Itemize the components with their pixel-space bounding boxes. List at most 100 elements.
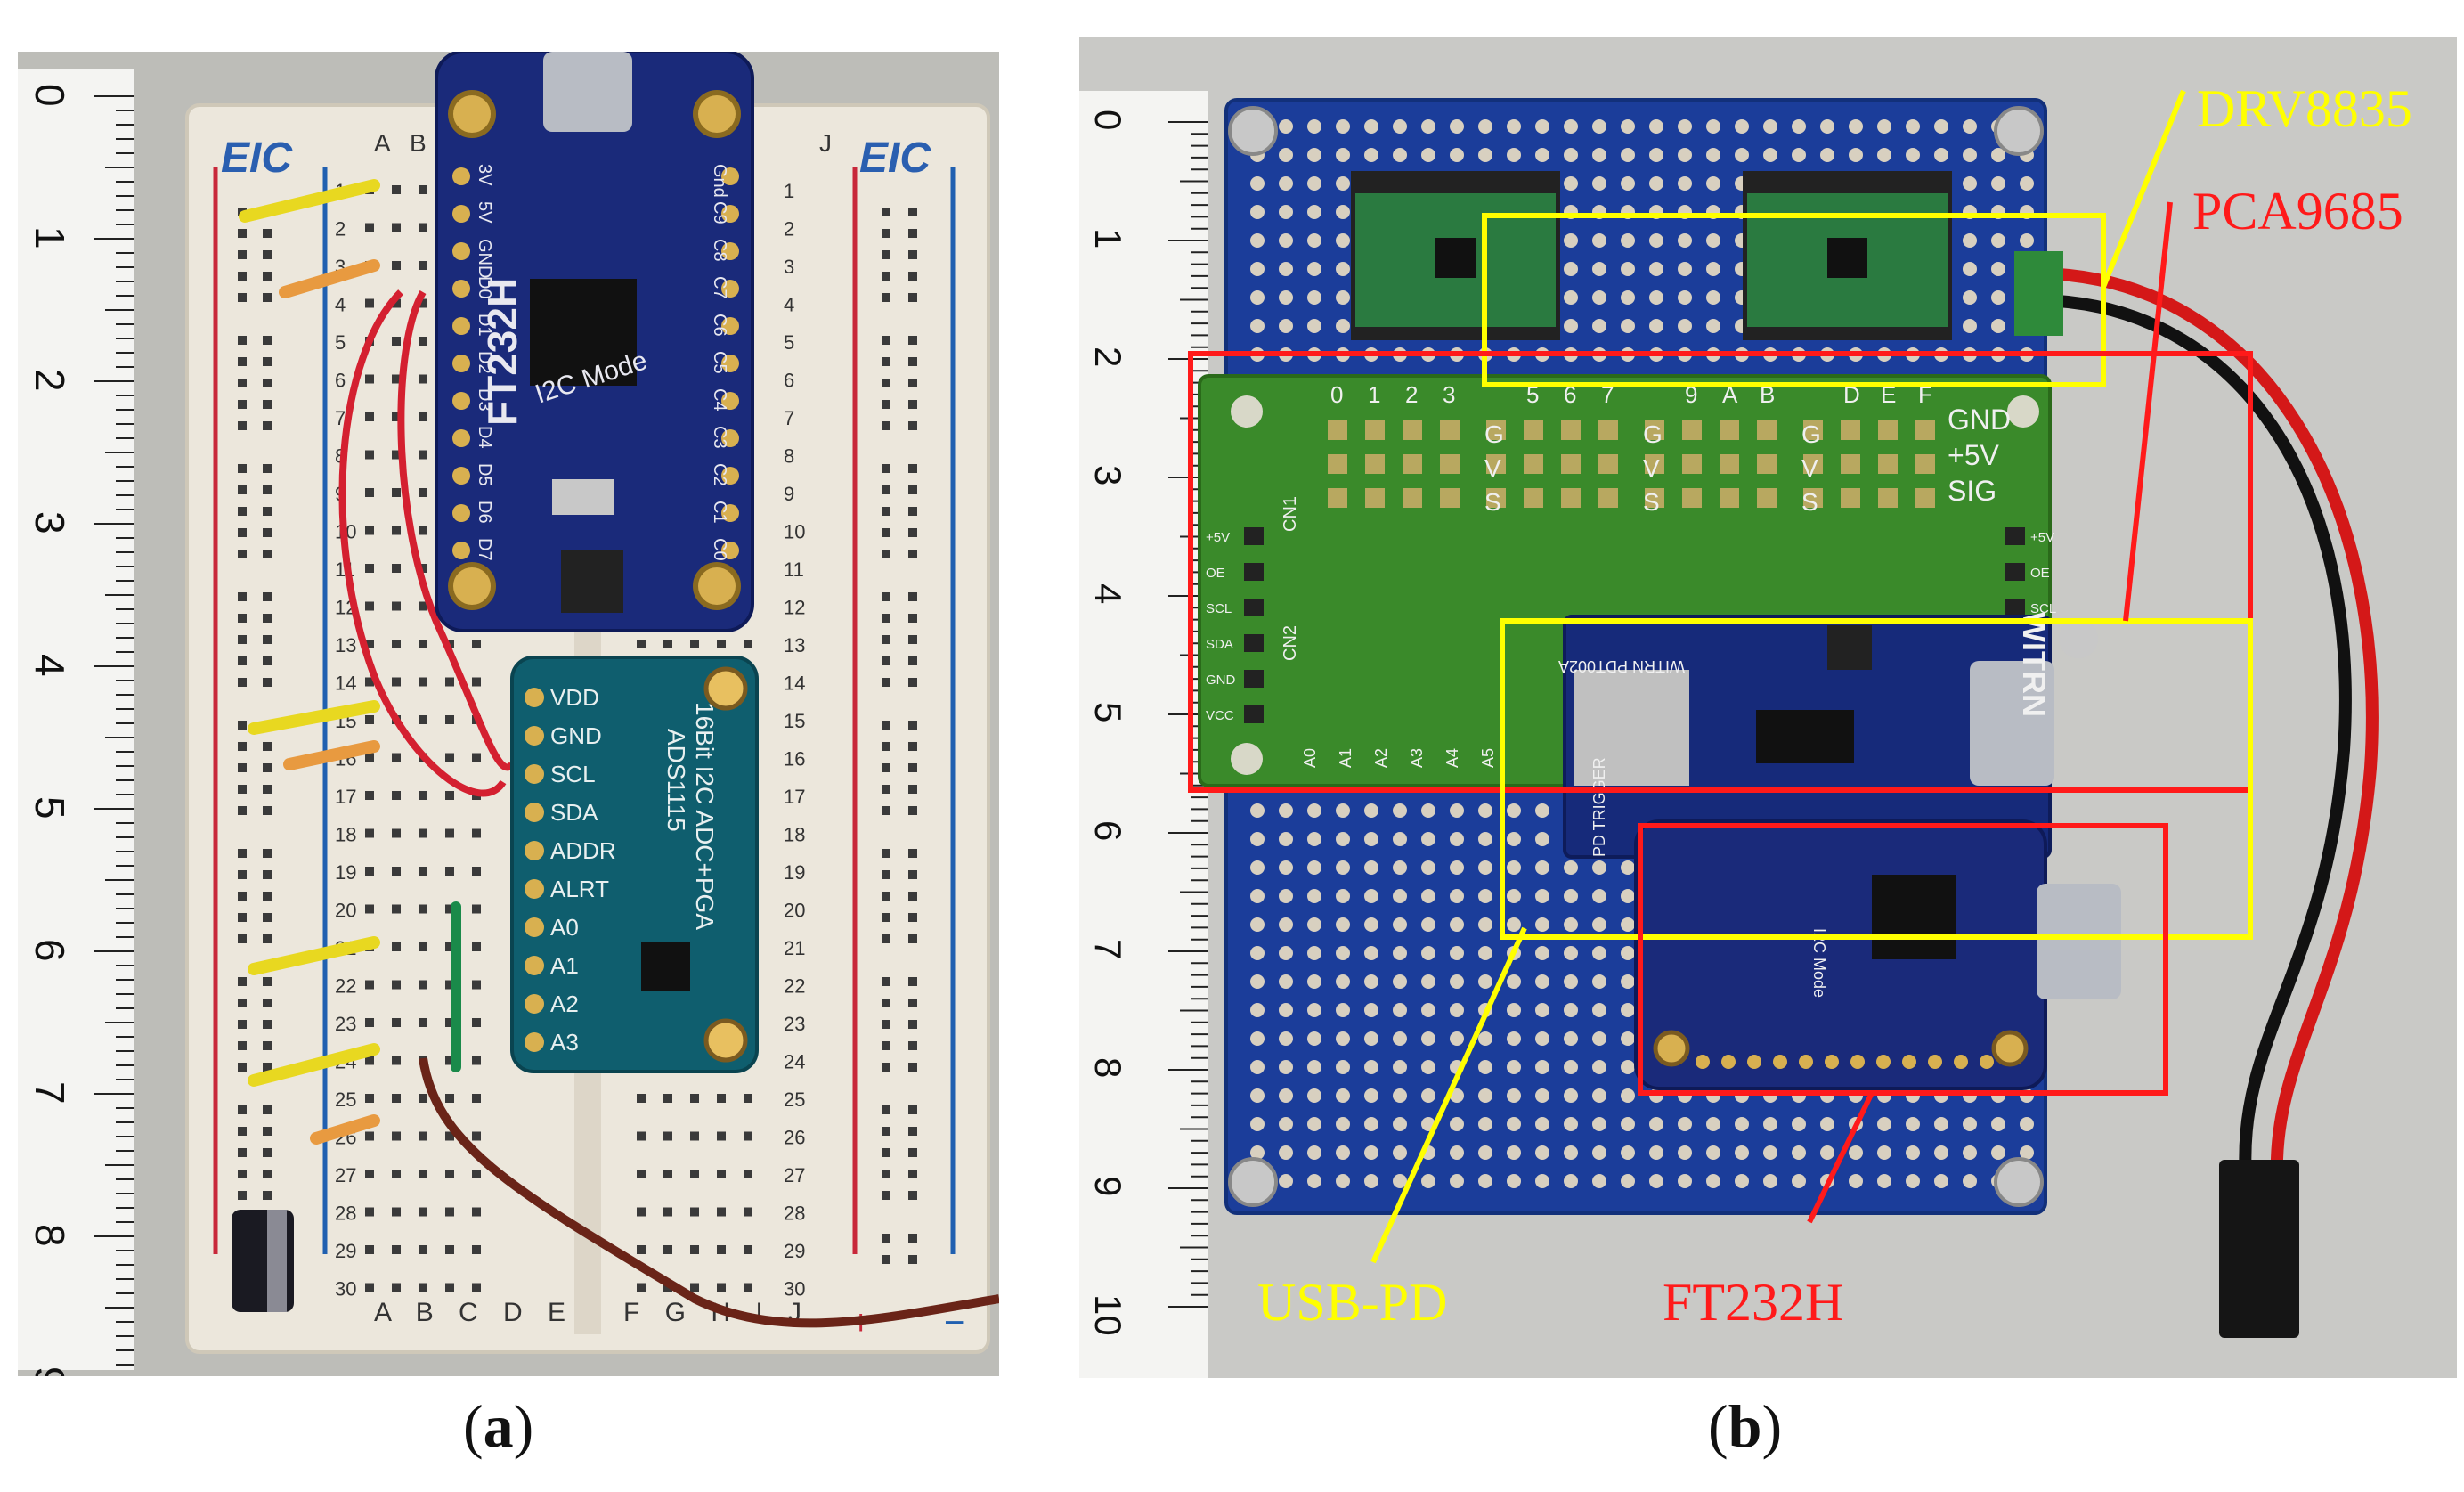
- perf-hole: [1307, 176, 1321, 191]
- perf-hole: [1706, 262, 1720, 276]
- hole: [365, 601, 374, 611]
- hole: [690, 1170, 699, 1178]
- rail-hole: [908, 763, 917, 772]
- hole: [717, 1094, 726, 1103]
- ft232h-pin-pad: [721, 205, 739, 223]
- rail-hole: [263, 293, 272, 302]
- perf-hole: [1307, 1060, 1321, 1074]
- perf-hole: [1507, 832, 1521, 846]
- hole: [365, 1094, 374, 1103]
- perf-hole: [1991, 290, 2005, 305]
- ft232h-pin-label: D3: [475, 388, 494, 412]
- pca-left-pin: [1244, 670, 1264, 688]
- usbpd-model: WITRN PDT002A: [1558, 657, 1685, 675]
- rail-hole: [908, 208, 917, 216]
- perf-hole: [1307, 233, 1321, 248]
- perf-hole: [1507, 148, 1521, 162]
- rail-hole: [908, 1020, 917, 1029]
- ft232h-pin-pad: [721, 392, 739, 410]
- pca-legend-sig: SIG: [1948, 475, 1996, 507]
- perf-hole: [1507, 1060, 1521, 1074]
- perf-hole: [1564, 148, 1578, 162]
- callout-box-drv8835: [1482, 213, 2106, 387]
- perf-hole: [1393, 832, 1407, 846]
- perf-hole: [1763, 1117, 1777, 1131]
- hole: [365, 828, 374, 838]
- screw-3: [1228, 1157, 1278, 1207]
- rail-hole: [908, 635, 917, 644]
- pca-channel-number: 1: [1368, 381, 1380, 408]
- perf-hole: [1250, 1031, 1265, 1046]
- ads-pin-label: ADDR: [550, 837, 616, 864]
- rail-hole: [908, 870, 917, 879]
- perf-hole: [1421, 1031, 1435, 1046]
- perf-hole: [1307, 832, 1321, 846]
- perf-hole: [1735, 148, 1749, 162]
- pca-pin: [1720, 454, 1739, 474]
- rail-hole: [263, 806, 272, 815]
- pca-legend-gnd: GND: [1948, 404, 2011, 436]
- hole: [365, 412, 374, 421]
- row-number-right: 7: [784, 407, 794, 429]
- hole: [392, 1207, 401, 1217]
- usb-c-connector-a: [543, 52, 632, 132]
- pca-channel-number: F: [1918, 381, 1932, 408]
- hole: [445, 1131, 454, 1141]
- perf-hole: [1421, 119, 1435, 134]
- jumper-orange-2: [283, 740, 380, 770]
- perf-hole: [1279, 1003, 1293, 1017]
- pca-left-pin-label: GND: [1206, 673, 1236, 688]
- perf-hole: [1421, 1060, 1435, 1074]
- ruler-a-number: 4: [27, 654, 73, 677]
- hole: [472, 753, 481, 762]
- ads-pin-pad: [525, 956, 544, 975]
- row-number-left: 23: [335, 1013, 356, 1035]
- hole: [445, 677, 454, 687]
- ft-small-pin: [1825, 1055, 1839, 1069]
- perf-hole: [1991, 148, 2005, 162]
- rail-hole: [908, 293, 917, 302]
- perf-hole: [1649, 176, 1663, 191]
- rail-hole: [882, 400, 890, 409]
- rail-hole: [238, 1170, 247, 1178]
- hole: [419, 1094, 427, 1103]
- rail-hole: [238, 721, 247, 730]
- pca-pin: [1524, 454, 1543, 474]
- perf-hole: [1991, 176, 2005, 191]
- perf-hole: [1678, 148, 1692, 162]
- perf-hole: [1706, 233, 1720, 248]
- pca-hole-2: [1231, 743, 1263, 775]
- pca-pin: [1878, 454, 1898, 474]
- perf-hole: [1279, 946, 1293, 960]
- perf-hole: [1279, 860, 1293, 875]
- perf-hole: [1592, 1117, 1606, 1131]
- callout-box-ft232h: [1638, 823, 2168, 1096]
- rail-hole: [908, 1255, 917, 1264]
- hole: [392, 640, 401, 648]
- callout-label-usbpd: USB-PD: [1257, 1273, 1447, 1332]
- perf-hole: [1564, 1145, 1578, 1160]
- perf-hole: [1421, 889, 1435, 903]
- row-number-left: 17: [335, 786, 356, 808]
- perf-hole: [2020, 233, 2034, 248]
- rail-hole: [882, 870, 890, 879]
- hole: [392, 753, 401, 762]
- ft232h-pin-pad: [452, 242, 470, 260]
- perf-hole: [1592, 1145, 1606, 1160]
- ruler-a-number: 3: [27, 511, 73, 534]
- pca-pin: [1878, 420, 1898, 440]
- perf-hole: [1307, 1031, 1321, 1046]
- ft232h-pin-pad: [721, 355, 739, 372]
- pca-gvs-label: V: [1801, 454, 1818, 482]
- hole: [365, 1056, 374, 1065]
- rail-hole: [263, 1127, 272, 1136]
- row-number-right: 17: [784, 786, 805, 808]
- pca-channel-number: A: [1722, 381, 1738, 408]
- perf-hole: [1535, 1117, 1549, 1131]
- perf-hole: [1507, 1088, 1521, 1103]
- usbpd-trigger: PD TRIGGER: [1590, 757, 1608, 857]
